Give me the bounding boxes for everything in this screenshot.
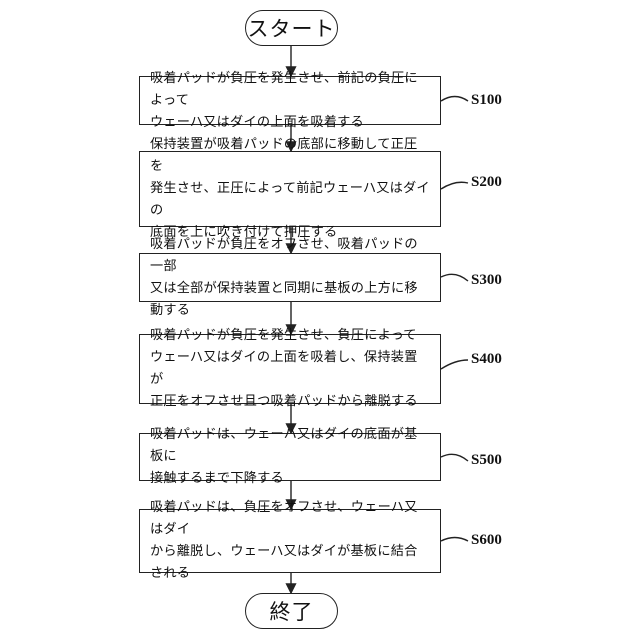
step-text-s300: 吸着パッドが負圧をオフさせ、吸着パッドの一部 又は全部が保持装置と同期に基板の上… (140, 234, 440, 322)
leader-s600 (441, 538, 468, 542)
leader-s200 (441, 182, 468, 189)
step-label-s300: S300 (471, 272, 502, 289)
step-box-s100: 吸着パッドが負圧を発生させ、前記の負圧によって ウェーハ又はダイの上面を吸着する (139, 76, 441, 125)
leader-s100 (441, 97, 468, 102)
end-label: 終了 (270, 596, 314, 626)
step-label-s400: S400 (471, 351, 502, 368)
step-box-s400: 吸着パッドが負圧を発生させ、負圧によって ウェーハ又はダイの上面を吸着し、保持装… (139, 334, 441, 404)
step-label-s100: S100 (471, 92, 502, 109)
step-label-s600: S600 (471, 532, 502, 549)
step-box-s600: 吸着パッドは、負圧をオフさせ、ウェーハ又はダイ から離脱し、ウェーハ又はダイが基… (139, 509, 441, 573)
step-box-s200: 保持装置が吸着パッドの底部に移動して正圧を 発生させ、正圧によって前記ウェーハ又… (139, 151, 441, 227)
step-label-s500: S500 (471, 452, 502, 469)
step-text-s500: 吸着パッドは、ウェーハ又はダイの底面が基板に 接触するまで下降する (140, 424, 440, 490)
step-text-s100: 吸着パッドが負圧を発生させ、前記の負圧によって ウェーハ又はダイの上面を吸着する (140, 68, 440, 134)
step-text-s600: 吸着パッドは、負圧をオフさせ、ウェーハ又はダイ から離脱し、ウェーハ又はダイが基… (140, 497, 440, 585)
leader-s400 (441, 360, 468, 369)
leader-s500 (441, 454, 468, 461)
leader-s300 (441, 274, 468, 281)
step-text-s200: 保持装置が吸着パッドの底部に移動して正圧を 発生させ、正圧によって前記ウェーハ又… (140, 134, 440, 244)
end-terminal: 終了 (245, 593, 338, 629)
step-text-s400: 吸着パッドが負圧を発生させ、負圧によって ウェーハ又はダイの上面を吸着し、保持装… (140, 325, 440, 413)
start-terminal: スタート (245, 10, 338, 46)
step-box-s500: 吸着パッドは、ウェーハ又はダイの底面が基板に 接触するまで下降する (139, 433, 441, 481)
step-label-s200: S200 (471, 174, 502, 191)
step-box-s300: 吸着パッドが負圧をオフさせ、吸着パッドの一部 又は全部が保持装置と同期に基板の上… (139, 253, 441, 302)
start-label: スタート (248, 13, 336, 43)
